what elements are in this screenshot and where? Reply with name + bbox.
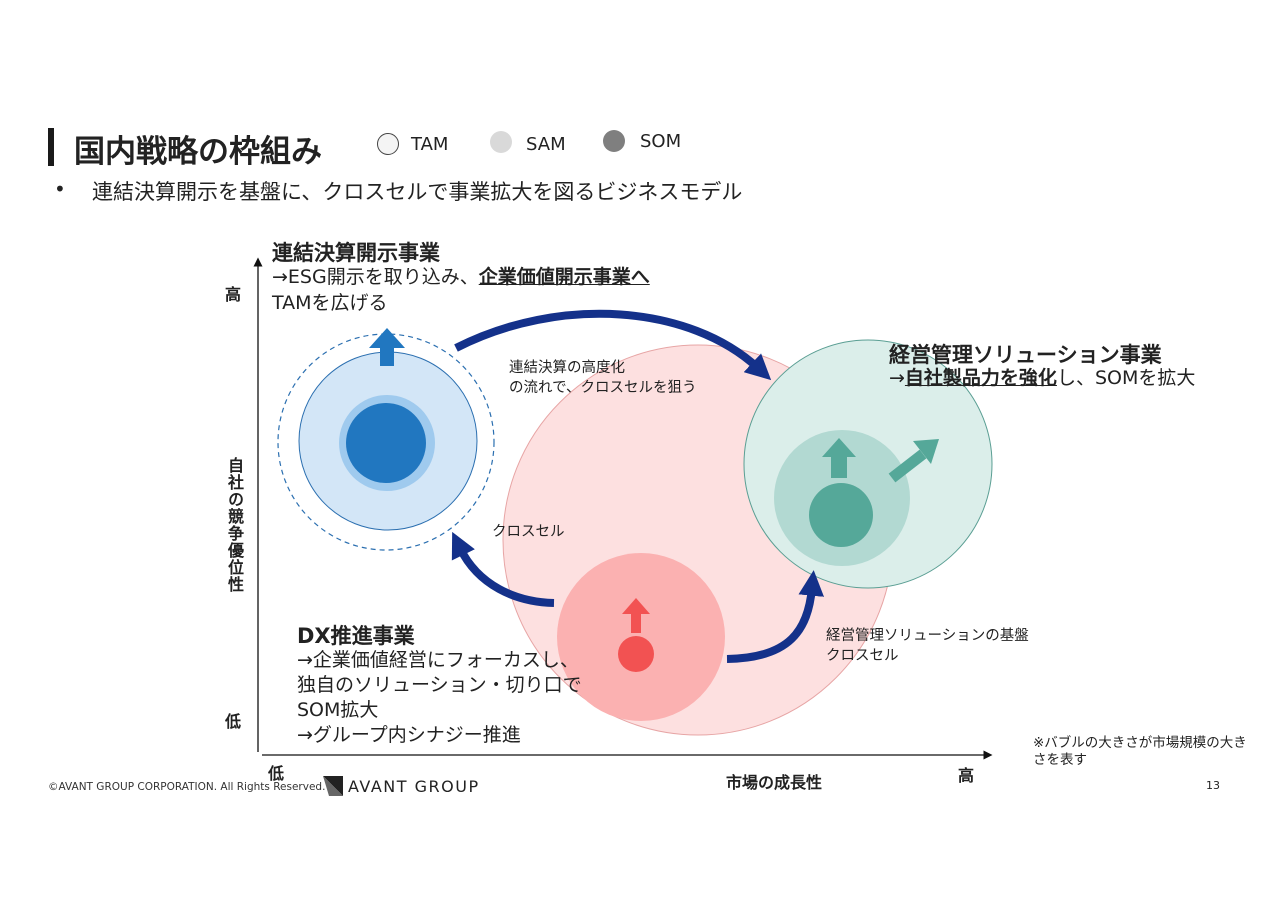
- consolidated-business-line1: →ESG開示を取り込み、企業価値開示事業へ: [272, 265, 650, 290]
- x-axis-high-label: 高: [958, 766, 975, 785]
- page-number: 13: [1206, 779, 1220, 792]
- y-axis-low-label: 低: [225, 712, 242, 731]
- dx-business-line3: SOM拡大: [297, 699, 379, 721]
- dx-business-line2: 独自のソリューション・切り口で: [297, 674, 582, 696]
- legend-som-swatch: [603, 130, 625, 152]
- top-arrow-annotation-line2: の流れで、クロスセルを狙う: [509, 380, 697, 396]
- legend-sam-label: SAM: [526, 134, 566, 155]
- title-accent-bar: [48, 128, 54, 166]
- bubble-size-note-line2: さを表す: [1033, 752, 1087, 768]
- subtitle: 連結決算開示を基盤に、クロスセルで事業拡大を図るビジネスモデル: [92, 180, 743, 204]
- x-axis-low-label: 低: [268, 764, 285, 783]
- management-line1-text: し、SOMを拡大: [1056, 367, 1196, 389]
- legend-tam-swatch: [377, 133, 399, 155]
- crosssell-arrow-left: [451, 531, 555, 607]
- crosssell-arrow-right: [726, 570, 825, 663]
- management-line1-arrow: →: [889, 367, 905, 389]
- dx-business-line4: →グループ内シナジー推進: [297, 724, 521, 746]
- management-diagonal-arrow-icon: [888, 439, 939, 483]
- consolidated-som-bubble: [346, 403, 426, 483]
- right-arrow-annotation-line1: 経営管理ソリューションの基盤: [826, 628, 1029, 644]
- y-axis-high-label: 高: [225, 285, 242, 304]
- management-up-arrow-icon: [822, 438, 856, 478]
- dx-business-title: DX推進事業: [297, 624, 415, 648]
- right-arrow-annotation-line2: クロスセル: [826, 648, 899, 664]
- y-axis-title: 自社の競争優位性: [225, 457, 244, 593]
- legend-som-label: SOM: [640, 131, 682, 152]
- avant-logo-mark-icon: [323, 776, 343, 796]
- dx-som-bubble: [618, 636, 654, 672]
- avant-logo-text: AVANT GROUP: [348, 777, 480, 796]
- top-arrow-annotation-line1: 連結決算の高度化: [509, 360, 625, 376]
- dx-up-arrow-icon: [622, 598, 650, 633]
- copyright: ©AVANT GROUP CORPORATION. All Rights Res…: [48, 781, 326, 793]
- subtitle-bullet: •: [54, 177, 66, 201]
- management-som-bubble: [809, 483, 873, 547]
- page-title: 国内戦略の枠組み: [74, 134, 322, 170]
- dx-business-line1: →企業価値経営にフォーカスし、: [297, 649, 579, 671]
- management-line1-emphasis: 自社製品力を強化: [904, 367, 1057, 389]
- bubble-size-note-line1: ※バブルの大きさが市場規模の大き: [1033, 735, 1247, 751]
- management-business-line1: →自社製品力を強化し、SOMを拡大: [889, 366, 1195, 391]
- consolidated-line1-text: →ESG開示を取り込み、: [272, 266, 479, 288]
- crosssell-arrow-top: [454, 309, 772, 381]
- legend-tam-label: TAM: [411, 134, 449, 155]
- consolidated-business-title: 連結決算開示事業: [272, 241, 440, 265]
- left-arrow-annotation: クロスセル: [492, 524, 565, 540]
- consolidated-line1-emphasis: 企業価値開示事業へ: [478, 266, 650, 288]
- consolidated-up-arrow-icon: [369, 328, 405, 366]
- management-business-title: 経営管理ソリューション事業: [889, 343, 1162, 367]
- x-axis-title: 市場の成長性: [726, 773, 823, 792]
- consolidated-business-line2: TAMを広げる: [272, 292, 388, 314]
- legend-sam-swatch: [490, 131, 512, 153]
